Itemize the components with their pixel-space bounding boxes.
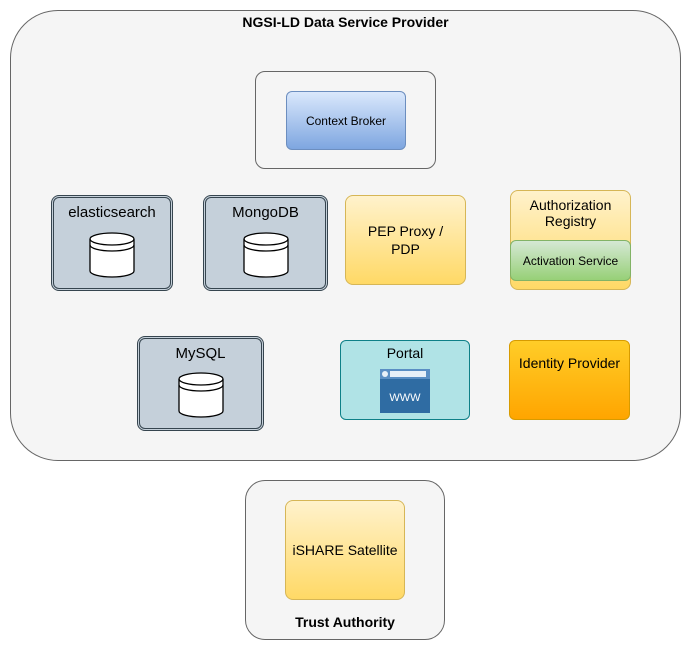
context-broker-box: Context Broker	[286, 91, 406, 150]
elasticsearch-box: elasticsearch	[51, 195, 173, 291]
www-icon-text: WWW	[389, 392, 421, 404]
authorization-registry-label-line2: Registry	[544, 213, 597, 229]
database-icon	[89, 232, 135, 278]
activation-service-box: Activation Service	[510, 240, 631, 281]
context-broker-label: Context Broker	[305, 113, 387, 128]
pep-proxy-label-line2: PDP	[391, 241, 420, 257]
elasticsearch-label: elasticsearch	[68, 204, 156, 221]
web-browser-icon: WWW	[380, 369, 430, 413]
database-icon	[242, 232, 289, 278]
mysql-label: MySQL	[175, 345, 226, 362]
identity-provider-label: Identity Provider	[518, 355, 621, 371]
portal-box: Portal WWW	[340, 340, 470, 420]
authorization-registry-label-line1: Authorization	[529, 197, 612, 213]
mongodb-label: MongoDB	[232, 204, 299, 221]
portal-label: Portal	[386, 345, 424, 361]
ishare-satellite-box: iSHARE Satellite	[285, 500, 405, 600]
activation-service-label: Activation Service	[522, 253, 619, 268]
trust-authority-title: Trust Authority	[295, 614, 395, 630]
database-icon	[177, 372, 224, 418]
ishare-satellite-label: iSHARE Satellite	[292, 542, 398, 558]
mysql-box: MySQL	[137, 336, 264, 431]
provider-title: NGSI-LD Data Service Provider	[242, 14, 449, 30]
pep-proxy-box: PEP Proxy / PDP	[345, 195, 466, 285]
mongodb-box: MongoDB	[203, 195, 328, 291]
identity-provider-box: Identity Provider	[509, 340, 630, 420]
pep-proxy-label-line1: PEP Proxy /	[367, 223, 444, 239]
